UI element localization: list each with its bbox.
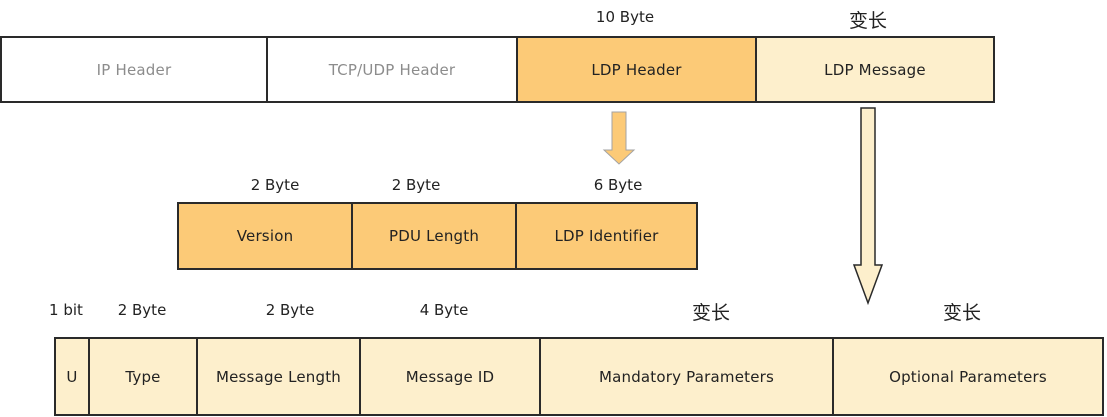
version-cell: Version — [177, 202, 353, 270]
type-cell: Type — [88, 337, 198, 416]
pdu-length-size-label: 2 Byte — [391, 176, 441, 194]
u-bit-cell: U — [54, 337, 90, 416]
packet-row: IP Header TCP/UDP Header LDP Header LDP … — [0, 36, 995, 103]
message-length-size-label: 2 Byte — [265, 301, 315, 319]
mandatory-parameters-size-label: 变长 — [691, 302, 731, 324]
ldp-header-cell: LDP Header — [516, 36, 757, 103]
ldp-identifier-cell: LDP Identifier — [515, 202, 698, 270]
message-length-cell: Message Length — [196, 337, 361, 416]
message-id-cell: Message ID — [359, 337, 541, 416]
version-size-label: 2 Byte — [250, 176, 300, 194]
message-id-size-label: 4 Byte — [419, 301, 469, 319]
ldp-message-row: U Type Message Length Message ID Mandato… — [54, 337, 1104, 416]
ldp-identifier-size-label: 6 Byte — [593, 176, 643, 194]
tcp-udp-header-cell: TCP/UDP Header — [266, 36, 518, 103]
mandatory-parameters-cell: Mandatory Parameters — [539, 337, 834, 416]
optional-parameters-cell: Optional Parameters — [832, 337, 1104, 416]
ip-header-cell: IP Header — [0, 36, 268, 103]
ldp-header-row: Version PDU Length LDP Identifier — [177, 202, 698, 270]
ldp-message-cell: LDP Message — [755, 36, 995, 103]
pdu-length-cell: PDU Length — [351, 202, 517, 270]
optional-parameters-size-label: 变长 — [942, 302, 982, 324]
ldp-header-size-label: 10 Byte — [595, 8, 655, 26]
type-size-label: 2 Byte — [117, 301, 167, 319]
ldp-message-size-label: 变长 — [848, 10, 888, 32]
u-bit-size-label: 1 bit — [49, 301, 83, 319]
